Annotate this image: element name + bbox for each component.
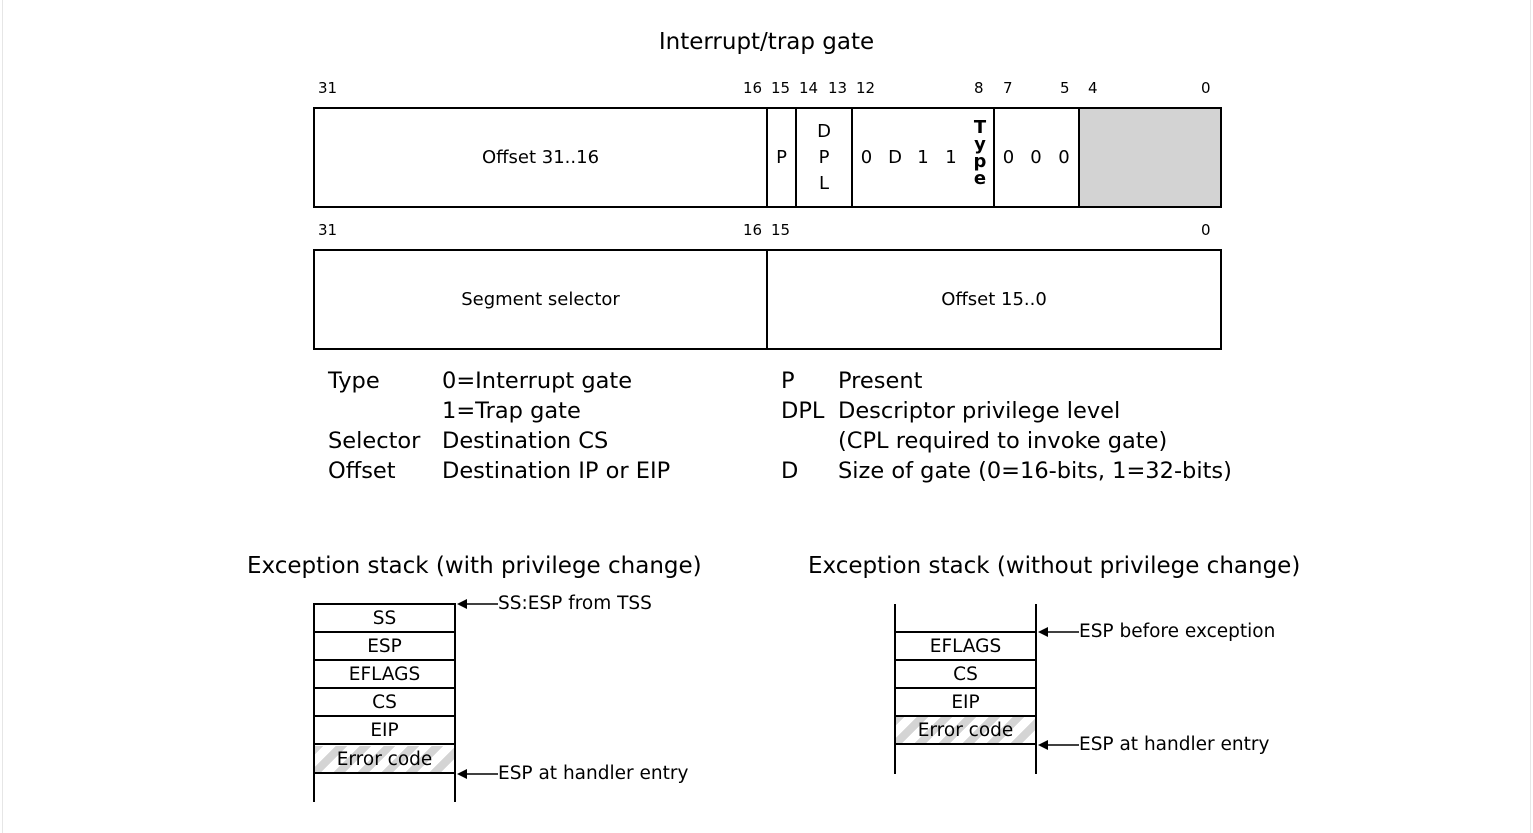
legend-desc: 1=Trap gate [442, 398, 581, 424]
stack-cell-eflags: EFLAGS [896, 633, 1035, 661]
legend-desc: Destination IP or EIP [442, 458, 671, 484]
stack-cell-ss: SS [315, 605, 454, 633]
zero-bit: 0 [1002, 147, 1015, 168]
esp-at-handler-entry-label: ESP at handler entry [498, 763, 689, 784]
field-divider [993, 107, 995, 208]
zero-bit: 0 [1058, 147, 1070, 168]
stack-cell-eip: EIP [896, 689, 1035, 717]
arrow-left-icon [1038, 740, 1079, 750]
legend-term: Selector [328, 428, 421, 454]
gate-title: Interrupt/trap gate [658, 29, 875, 55]
bit-number: 0 [1201, 79, 1211, 97]
esp-at-handler-entry-label: ESP at handler entry [1079, 734, 1270, 755]
field-divider [766, 249, 768, 350]
field-divider [795, 107, 797, 208]
type-label-letter: T [973, 117, 987, 138]
bit-number: 8 [974, 79, 984, 97]
offset-low-field: Offset 15..0 [941, 289, 1047, 310]
stack-top-line [894, 631, 1037, 633]
type-bit: 1 [945, 147, 957, 168]
esp-before-exception-label: ESP before exception [1079, 621, 1276, 642]
bit-number: 13 [828, 79, 848, 97]
bit-number: 0 [1201, 221, 1211, 239]
type-label: T y p e [969, 117, 991, 189]
ss-esp-from-tss-label: SS:ESP from TSS [498, 593, 652, 614]
type-bit: 1 [917, 147, 929, 168]
dpl-letter: L [818, 172, 830, 194]
field-divider [766, 107, 768, 208]
legend-desc: 0=Interrupt gate [442, 368, 633, 394]
bit-number: 14 [799, 79, 819, 97]
legend-desc: Descriptor privilege level [838, 398, 1121, 424]
bit-number: 7 [1003, 79, 1013, 97]
legend-desc: (CPL required to invoke gate) [838, 428, 1168, 454]
dpl-field: D P L [797, 109, 851, 206]
bit-number: 16 [743, 221, 763, 239]
legend-desc: Size of gate (0=16-bits, 1=32-bits) [838, 458, 1232, 484]
legend-term: D [781, 458, 799, 484]
field-divider [851, 107, 853, 208]
field-divider [1078, 107, 1080, 208]
legend-term: Type [328, 368, 380, 394]
arrow-left-icon [457, 769, 498, 779]
present-field: P [776, 147, 787, 168]
segment-selector-field: Segment selector [461, 289, 620, 310]
stack-left-wall [894, 604, 896, 774]
bit-number: 15 [771, 221, 791, 239]
stack-cell-error-code: Error code [315, 746, 454, 774]
dpl-letter: P [818, 146, 830, 168]
type-bit: D [888, 147, 902, 168]
stack-right-wall [1035, 604, 1037, 774]
bit-number: 12 [856, 79, 876, 97]
reserved-field [1080, 109, 1220, 206]
arrow-left-icon [457, 599, 498, 609]
bit-number: 4 [1088, 79, 1098, 97]
left-page-edge [2, 0, 3, 833]
bit-number: 16 [743, 79, 763, 97]
right-page-edge [1530, 0, 1531, 833]
legend-desc: Present [838, 368, 923, 394]
type-label-letter: p [973, 151, 987, 172]
stack-right-wall [454, 603, 456, 802]
offset-high-field: Offset 31..16 [481, 147, 600, 168]
bit-number: 5 [1060, 79, 1070, 97]
legend-term: P [781, 368, 795, 394]
legend-term: DPL [781, 398, 825, 424]
stack-top-line [313, 603, 456, 605]
stack-cell-esp: ESP [315, 633, 454, 661]
stack-cell-cs: CS [315, 689, 454, 717]
bit-number: 31 [318, 79, 338, 97]
legend-desc: Destination CS [442, 428, 609, 454]
arrow-left-icon [1038, 627, 1079, 637]
stack-cell-eflags: EFLAGS [315, 661, 454, 689]
bit-number: 31 [318, 221, 338, 239]
type-label-letter: y [974, 134, 986, 155]
type-label-letter: e [973, 168, 987, 189]
stack-cell-eip: EIP [315, 717, 454, 745]
stack-cell-cs: CS [896, 661, 1035, 689]
stack-left-wall [313, 603, 315, 802]
dpl-letter: D [817, 120, 831, 142]
legend-term: Offset [328, 458, 396, 484]
stack-without-title: Exception stack (without privilege chang… [808, 553, 1301, 579]
stack-with-title: Exception stack (with privilege change) [247, 553, 702, 579]
zero-bit: 0 [1030, 147, 1042, 168]
type-bit: 0 [860, 147, 873, 168]
stack-cell-error-code: Error code [896, 717, 1035, 745]
bit-number: 15 [771, 79, 791, 97]
